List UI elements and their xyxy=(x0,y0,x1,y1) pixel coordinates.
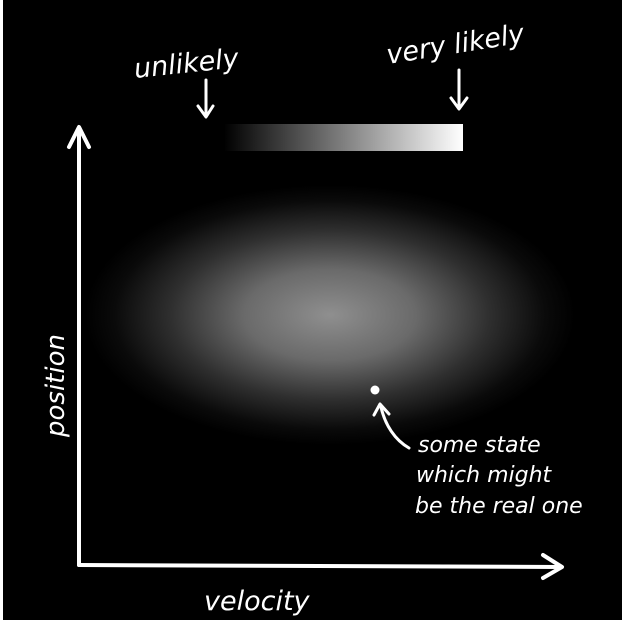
probability-cloud xyxy=(85,185,575,445)
curved-arrow-icon xyxy=(372,402,411,450)
label-very-likely: very likely xyxy=(384,18,527,71)
x-axis-label: velocity xyxy=(204,586,311,617)
annotation-line-2: which might xyxy=(416,463,553,488)
x-axis-line xyxy=(77,563,562,569)
label-unlikely: unlikely xyxy=(132,43,241,85)
down-arrow-icon xyxy=(449,68,469,111)
annotation-line-3: be the real one xyxy=(415,494,583,519)
state-point xyxy=(370,385,380,395)
axes xyxy=(67,125,564,580)
annotation-line-1: some state xyxy=(418,433,541,458)
likelihood-gradient-bar xyxy=(224,124,463,151)
x-axis-arrowhead xyxy=(541,553,564,580)
y-axis-label: position xyxy=(41,334,71,438)
y-axis-arrowhead xyxy=(67,125,91,149)
down-arrow-icon xyxy=(196,78,215,119)
